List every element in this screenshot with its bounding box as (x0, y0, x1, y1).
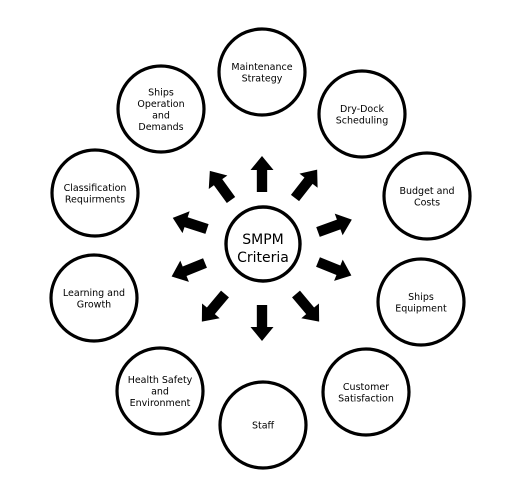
node-label-line: Environment (130, 398, 191, 409)
node-circle (321, 347, 411, 437)
center-label-line-1: SMPM (242, 232, 284, 248)
arrow-classification-requirments (172, 211, 209, 234)
node-staff: Staff (218, 380, 308, 470)
node-circle (217, 27, 307, 117)
node-label-line: Customer (343, 382, 389, 393)
node-label-line: Dry-Dock (340, 104, 384, 115)
center-label-line-2: Criteria (237, 250, 289, 266)
center-node: SMPM Criteria (224, 205, 302, 283)
arrow-dry-dock-scheduling (290, 169, 318, 202)
center-circle (224, 205, 302, 283)
node-circle (116, 64, 206, 154)
node-label-line: Equipment (395, 303, 447, 314)
arrow-budget-and-costs (316, 213, 352, 237)
node-label-line: Maintenance (231, 62, 292, 73)
arrow-staff (250, 305, 274, 341)
node-label-line: Operation (137, 99, 184, 110)
node-circle (115, 346, 205, 436)
node-label-line: Growth (77, 299, 111, 310)
node-label-line: Staff (252, 421, 275, 432)
node-label-line: Costs (414, 197, 440, 208)
arrow-customer-satisfaction (292, 290, 320, 322)
node-circle (382, 151, 472, 241)
node-label-line: Demands (138, 122, 183, 133)
node-circle (376, 257, 466, 347)
node-label-line: Strategy (242, 73, 283, 84)
arrow-ships-equipment (316, 257, 352, 281)
node-label-line: and (152, 110, 170, 121)
node-label-line: Requirments (65, 194, 125, 205)
node-circle (50, 148, 140, 238)
nodes-layer: MaintenanceStrategyDry-DockSchedulingBud… (49, 27, 472, 470)
node-label-line: Learning and (63, 288, 125, 299)
node-label-line: Health Safety (128, 375, 193, 386)
node-label-line: Ships (148, 87, 174, 98)
node-label-line: Classification (64, 183, 127, 194)
node-circle (49, 253, 139, 343)
node-label-line: Budget and (399, 186, 454, 197)
node-label-line: and (151, 387, 169, 398)
node-label-line: Satisfaction (338, 393, 394, 404)
node-label-line: Scheduling (336, 115, 389, 126)
arrow-maintenance-strategy (250, 156, 274, 192)
node-circle (317, 69, 407, 159)
node-circle (218, 380, 308, 470)
arrow-ships-operation-and-demands (208, 170, 236, 204)
arrows-layer (171, 156, 352, 341)
arrow-health-safety-and-environment (201, 290, 229, 322)
node-label-line: Ships (408, 292, 434, 303)
arrow-learning-and-growth (171, 258, 207, 282)
